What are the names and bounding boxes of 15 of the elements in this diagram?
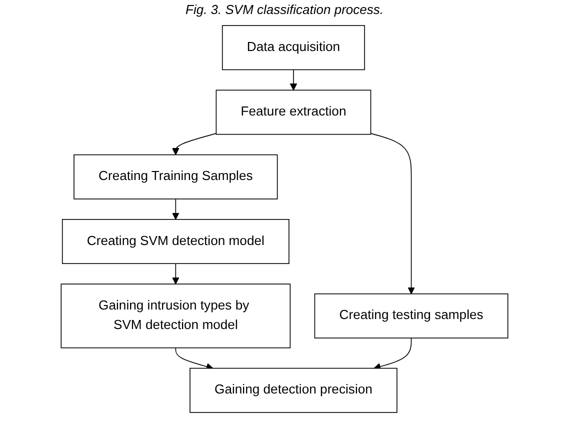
node-box: Creating SVM detection model — [62, 219, 290, 264]
arrow — [374, 338, 412, 370]
arrow — [370, 133, 415, 294]
arrow — [172, 198, 180, 220]
node-box: Creating testing samples — [314, 293, 508, 338]
figure-title: Fig. 3. SVM classification process. — [184, 2, 384, 17]
arrow — [172, 263, 180, 284]
arrow — [290, 69, 298, 90]
node-box: Gaining intrusion types by SVM detection model — [60, 284, 291, 348]
node-box: Creating Training Samples — [74, 154, 278, 200]
node-box: Feature extraction — [216, 90, 372, 135]
arrow — [175, 347, 214, 370]
node-box: Data acquisition — [222, 25, 365, 70]
arrow — [172, 133, 217, 156]
node-box: Gaining detection precision — [190, 368, 398, 413]
